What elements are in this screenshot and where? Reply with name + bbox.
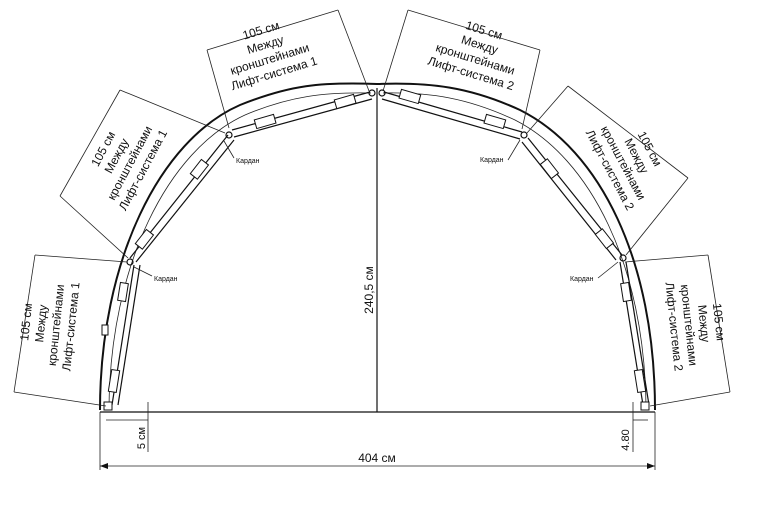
- width-dimension-lines: [99, 412, 656, 470]
- outer-arch: [99, 82, 656, 411]
- kardan-label-1: Кардан: [236, 158, 260, 165]
- kardan-label-4: Кардан: [570, 276, 594, 283]
- width-dimension: 404 см: [358, 451, 396, 465]
- kardan-leaders: [133, 139, 619, 279]
- right-pipes: [381, 88, 650, 406]
- kardan-label-2: Кардан: [154, 276, 178, 283]
- right-offset-dimension: 4.80: [620, 429, 632, 450]
- callout-right-top: 105 см Между кронштейнами Лифт-система 2: [426, 18, 516, 93]
- height-dimension: 240,5 см: [362, 266, 376, 314]
- left-offset-lines: [106, 402, 149, 452]
- callout-lines: [13, 9, 731, 407]
- svg-text:105 см: 105 см: [710, 303, 728, 342]
- inner-arch-right: [382, 92, 647, 409]
- kardan-label-3: Кардан: [480, 157, 504, 164]
- svg-text:105 см: 105 см: [17, 303, 35, 342]
- left-offset-dimension: 5 см: [136, 427, 148, 449]
- svg-text:Между: Между: [695, 304, 713, 343]
- callout-right-lower: 105 см Между кронштейнами Лифт-система 2: [662, 282, 728, 373]
- right-offset-lines: [632, 402, 648, 452]
- left-pipes: [101, 91, 373, 406]
- inner-arch: [108, 92, 372, 409]
- callout-left-top: 105 см Между кронштейнами Лифт-система 1: [229, 18, 320, 93]
- callout-left-upper: 105 см Между кронштейнами Лифт-система 1: [88, 124, 170, 213]
- callout-left-lower: 105 см Между кронштейнами Лифт-система 1: [17, 281, 82, 372]
- callout-right-upper: 105 см Между кронштейнами Лифт-система 2: [583, 124, 665, 213]
- svg-text:Между: Между: [32, 304, 50, 343]
